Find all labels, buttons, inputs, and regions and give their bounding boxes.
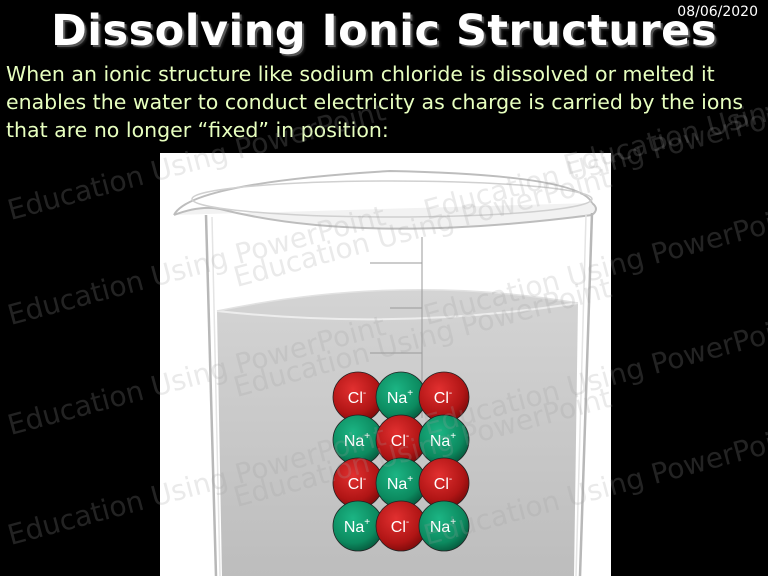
ion-label: Na+ [430,431,456,450]
chloride-ion: Cl- [332,457,384,509]
beaker-rim-back [173,169,593,216]
sodium-ion: Na+ [332,500,384,552]
ion-label: Na+ [344,431,370,450]
ion-label: Na+ [387,388,413,407]
slide-date: 08/06/2020 [677,4,758,20]
ion-label: Na+ [430,517,456,536]
beaker-rim-front [173,202,597,230]
intro-text: When an ionic structure like sodium chlo… [6,62,744,142]
ion-label: Na+ [344,517,370,536]
ion-label: Na+ [387,474,413,493]
sodium-ion: Na+ [332,414,384,466]
ion-label: Cl- [348,474,366,493]
beaker-illustration: Cl- Na+ Cl- Na+ Cl- Na+ Cl- Na+ Cl- Na+ Cl- Na+ [173,169,597,576]
chloride-ion: Cl- [418,457,470,509]
sodium-ion: Na+ [418,500,470,552]
beaker-figure: Cl- Na+ Cl- Na+ Cl- Na+ Cl- Na+ Cl- Na+ Cl- Na+ [160,153,611,576]
chloride-ion: Cl- [332,371,384,423]
slide-title: Dissolving Ionic Structures [51,6,717,56]
chloride-ion: Cl- [375,500,427,552]
sodium-ion: Na+ [375,457,427,509]
ion-label: Cl- [434,388,452,407]
chloride-ion: Cl- [418,371,470,423]
ion-label: Cl- [434,474,452,493]
ion-label: Cl- [391,517,409,536]
ion-label: Cl- [391,431,409,450]
ion-lattice: Cl- Na+ Cl- Na+ Cl- Na+ Cl- Na+ Cl- Na+ Cl- Na+ [332,371,470,552]
ion-label: Cl- [348,388,366,407]
chloride-ion: Cl- [375,414,427,466]
sodium-ion: Na+ [375,371,427,423]
sodium-ion: Na+ [418,414,470,466]
